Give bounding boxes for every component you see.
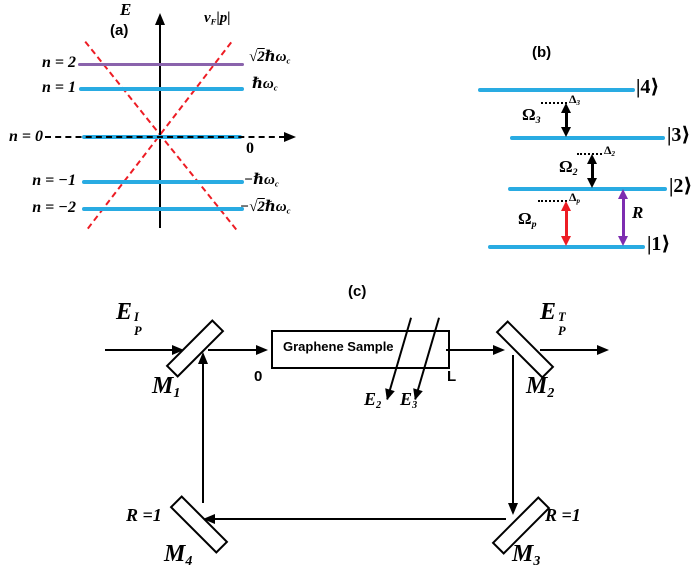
energy-axis (159, 22, 161, 228)
dispersion-label: vF|p| (204, 10, 231, 27)
detuning-p-label: Δp (569, 190, 581, 205)
energy-zero-label: 0 (246, 140, 254, 157)
state-1-ket: |1⟩ (647, 233, 671, 255)
energy-axis-arrowhead (155, 13, 165, 25)
mirror-m2-label: M2 (526, 373, 555, 401)
energy-n1-label: ℏωc (252, 76, 278, 93)
state-1-level (488, 245, 645, 249)
mirror-m4-reflectivity: R =1 (126, 505, 162, 525)
omega3-arrow (561, 103, 572, 137)
level-n-1-label: n = −1 (32, 172, 76, 189)
m4-to-m1-arrowhead (198, 352, 208, 364)
output-beam-arrowhead (597, 345, 609, 355)
m2-to-m3-line (512, 355, 514, 506)
panel-b-tag: (b) (532, 44, 552, 61)
ring-field-arrow (618, 189, 629, 246)
momentum-axis-dashed (45, 136, 285, 138)
m1-to-sample-arrowhead (256, 345, 268, 355)
m3-to-m4-line (212, 518, 506, 520)
input-beam-line (105, 349, 177, 351)
energy-axis-label: E (120, 0, 132, 19)
sample-position-0: 0 (254, 368, 263, 385)
level-n0-label: n = 0 (8, 128, 43, 145)
mirror-m1-label: M1 (152, 373, 181, 401)
panel-c-tag: (c) (348, 283, 367, 300)
m2-to-m3-arrowhead (508, 503, 518, 515)
sample-to-m2-line (446, 349, 497, 351)
mirror-m3-reflectivity: R =1 (545, 505, 581, 525)
detuning-3-dotted-line (541, 102, 567, 104)
detuning-3-label: Δ3 (569, 92, 581, 107)
level-n-2-label: n = −2 (32, 199, 76, 216)
energy-n-1-label: −ℏωc (244, 172, 279, 189)
landau-level-n2 (78, 63, 244, 66)
m4-to-m1-line (202, 362, 204, 503)
level-n2-label: n = 2 (41, 54, 76, 71)
landau-level-n-2 (82, 207, 244, 211)
state-2-ket: |2⟩ (669, 175, 693, 197)
detuning-p-dotted-line (538, 200, 567, 202)
state-2-level (508, 187, 667, 191)
panel-a-tag: (a) (110, 22, 129, 39)
state-4-level (478, 88, 635, 92)
state-4-ket: |4⟩ (636, 76, 660, 98)
sample-position-l: L (447, 368, 457, 385)
energy-n2-label: √2ℏωc (249, 49, 291, 66)
m3-to-m4-arrowhead (203, 514, 215, 524)
output-beam-line (540, 349, 602, 351)
omega2-label: Ω2 (559, 157, 578, 178)
state-3-ket: |3⟩ (667, 124, 691, 146)
state-3-level (510, 136, 665, 140)
level-n1-label: n = 1 (41, 79, 76, 96)
landau-level-n1 (79, 87, 244, 91)
omega3-label: Ω3 (522, 105, 541, 126)
ring-field-label: R (632, 203, 644, 222)
e2-beam-label: E2 (364, 389, 382, 411)
e3-beam-label: E3 (400, 389, 418, 411)
input-beam-arrowhead (172, 345, 184, 355)
omega-p-label: Ωp (518, 209, 537, 230)
mirror-m3-label: M3 (512, 541, 541, 569)
mirror-m4-label: M4 (164, 541, 193, 569)
omega-p-arrow (561, 201, 572, 246)
energy-n-2-label: −√2ℏωc (240, 199, 291, 216)
sample-to-m2-arrowhead (493, 345, 505, 355)
landau-level-n-1 (82, 180, 244, 184)
graphene-sample-label: Graphene Sample (283, 339, 394, 354)
detuning-2-label: Δ2 (604, 143, 616, 158)
m1-to-sample-line (208, 349, 261, 351)
momentum-axis-arrowhead (284, 132, 296, 142)
omega2-arrow (587, 154, 598, 188)
